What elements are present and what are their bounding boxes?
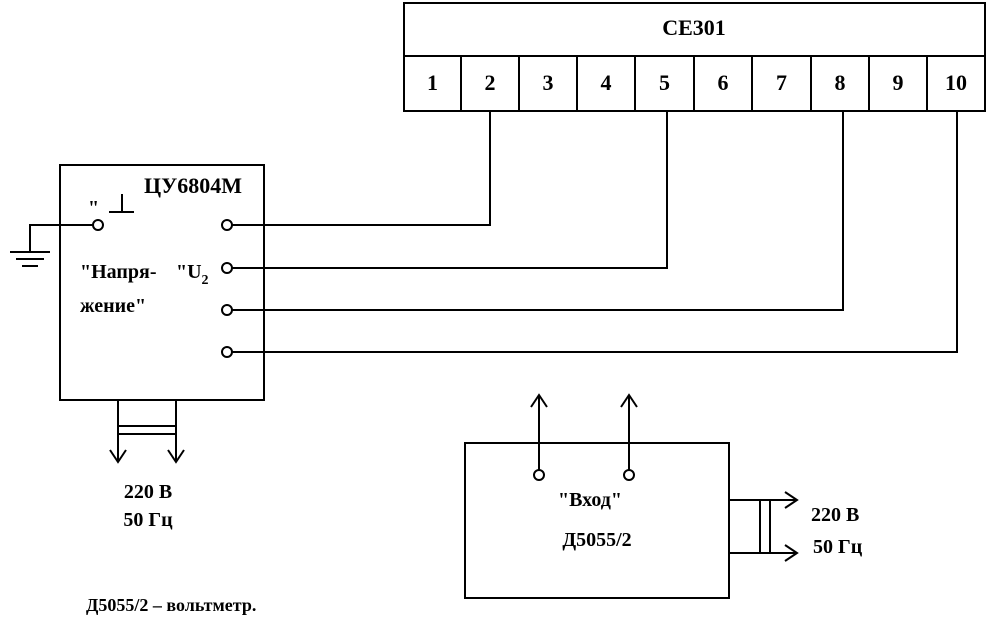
earth-ground-icon <box>10 224 93 267</box>
ce301-terminal-7: 7 <box>776 70 787 95</box>
d5055-frame <box>464 442 730 599</box>
ground-symbol-icon <box>109 194 134 213</box>
ce301-terminal-8: 8 <box>835 70 846 95</box>
tsu6804m-block: ЦУ6804М " "Напря- жение" "U2 <box>59 164 265 401</box>
ce301-terminal-2: 2 <box>485 70 496 95</box>
voltage-label-line2: жение" <box>80 295 146 317</box>
tsu-output-terminal-2 <box>221 262 233 274</box>
d5055-input-terminal-2 <box>623 469 635 481</box>
ce301-terminal-row: 1 2 3 4 5 6 7 8 9 10 <box>427 56 967 111</box>
tsu-power-supply <box>109 400 185 464</box>
arrow-down-icon <box>109 449 127 464</box>
tsu-output-terminal-1 <box>221 219 233 231</box>
ce301-terminal-3: 3 <box>543 70 554 95</box>
d5055-input-label: "Вход" <box>558 489 622 511</box>
tsu-output-terminal-3 <box>221 304 233 316</box>
signal-wires <box>232 111 958 353</box>
tsu-output-terminal-4 <box>221 346 233 358</box>
ce301-title: СЕ301 <box>662 15 726 40</box>
ground-quote: " <box>88 197 99 219</box>
arrow-up-icon <box>620 393 638 408</box>
wire-to-terminal-8 <box>232 111 844 311</box>
ce301-block: СЕ301 1 2 3 4 5 6 7 8 9 10 <box>403 2 986 112</box>
ce301-terminal-10: 10 <box>945 70 967 95</box>
d5055-block: "Вход" Д5055/2 <box>464 393 730 599</box>
ce301-terminal-6: 6 <box>718 70 729 95</box>
wire-to-terminal-2 <box>232 111 491 226</box>
wire-to-terminal-5 <box>232 111 668 269</box>
d5055-supply-frequency: 50 Гц <box>813 536 863 558</box>
ground-terminal <box>92 219 104 231</box>
ce301-terminal-4: 4 <box>601 70 612 95</box>
tsu6804m-frame <box>59 164 265 401</box>
u2-label: "U2 <box>176 261 209 288</box>
voltage-label-line1: "Напря- <box>80 261 157 283</box>
arrow-right-icon <box>784 544 799 562</box>
d5055-power-supply <box>729 491 799 562</box>
arrow-right-icon <box>784 491 799 509</box>
ce301-terminal-9: 9 <box>893 70 904 95</box>
tsu6804m-title: ЦУ6804М <box>144 173 242 198</box>
legend-note: Д5055/2 – вольтметр. <box>86 595 256 615</box>
wire-to-terminal-10 <box>232 111 958 353</box>
tsu-supply-frequency: 50 Гц <box>123 509 173 531</box>
tsu-supply-voltage: 220 В <box>124 481 172 503</box>
d5055-model: Д5055/2 <box>562 529 631 551</box>
ce301-terminal-5: 5 <box>659 70 670 95</box>
arrow-down-icon <box>167 449 185 464</box>
d5055-input-terminal-1 <box>533 469 545 481</box>
ce301-terminal-1: 1 <box>427 70 438 95</box>
arrow-up-icon <box>530 393 548 408</box>
d5055-supply-voltage: 220 В <box>811 504 859 526</box>
